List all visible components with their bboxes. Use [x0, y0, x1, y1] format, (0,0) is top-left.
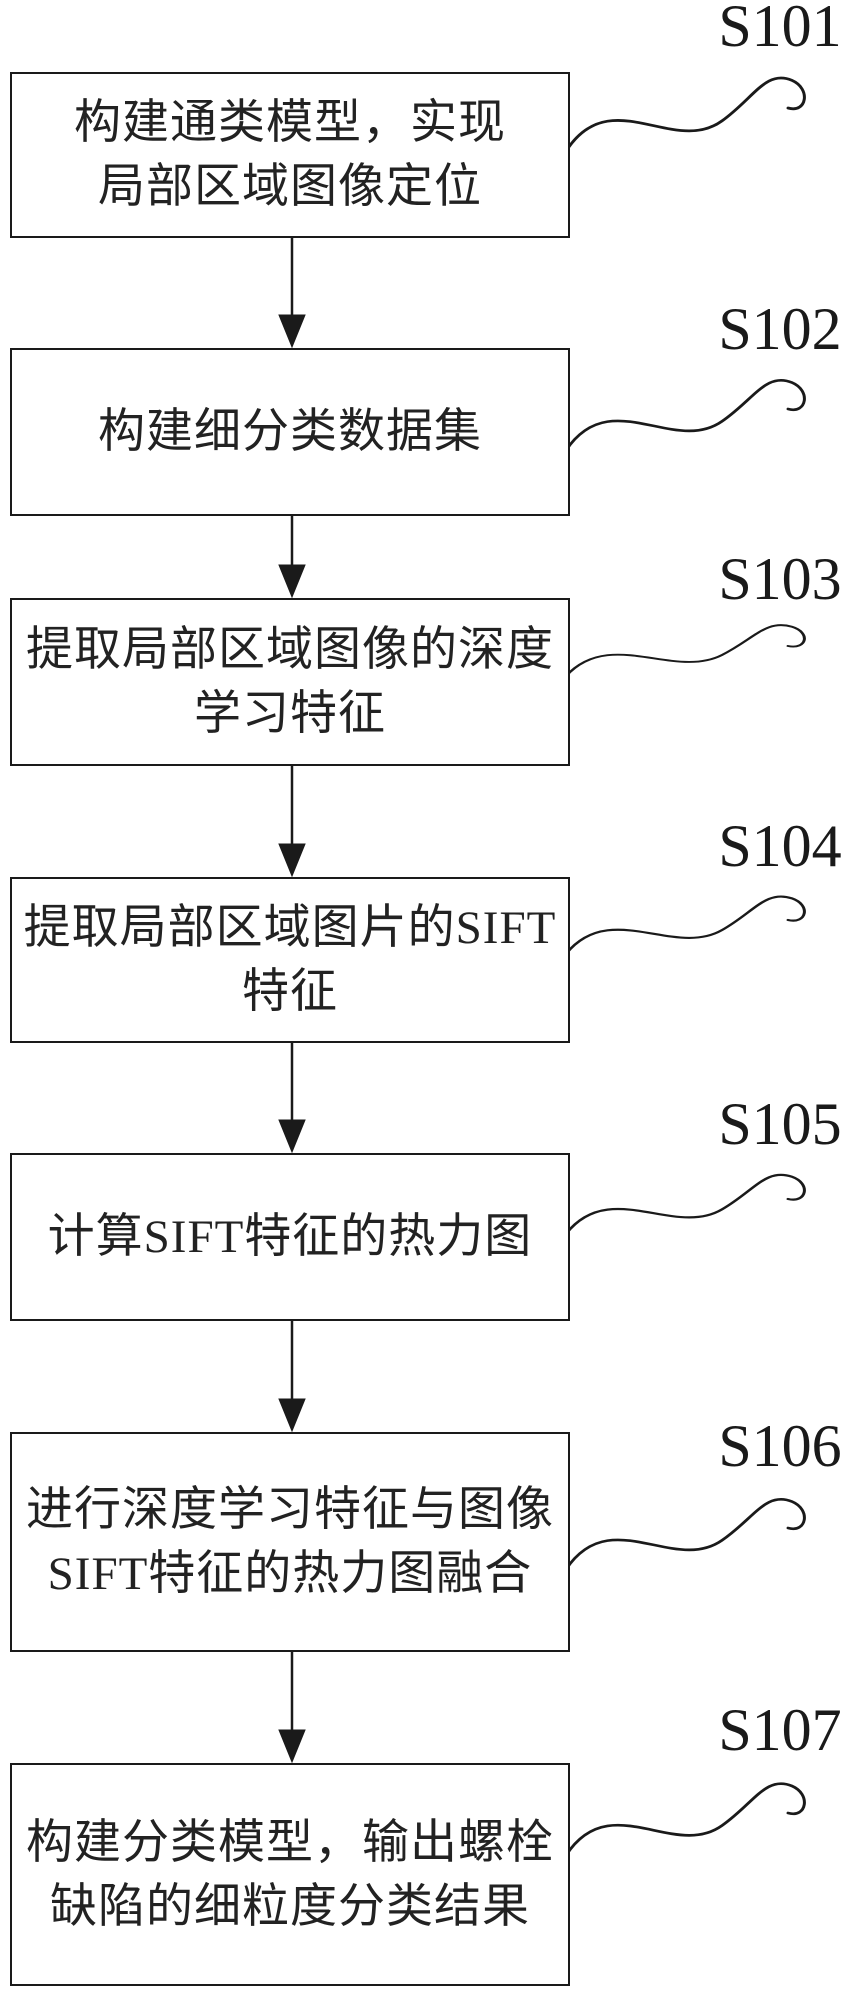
- step-label-s107: S107: [718, 1697, 842, 1763]
- step-label-s105: S105: [718, 1091, 842, 1157]
- leader-squiggle-s105: [564, 1173, 806, 1235]
- leader-squiggle-s102: [564, 379, 806, 452]
- step-label-s101: S101: [718, 0, 842, 59]
- step-label-s102: S102: [718, 296, 842, 362]
- step-text-s107: 构建分类模型，输出螺栓 缺陷的细粒度分类结果: [26, 1816, 554, 1933]
- step-label-s103: S103: [718, 546, 842, 612]
- flow-arrow-2: [278, 516, 306, 598]
- flow-box-s105: 计算SIFT特征的热力图: [10, 1153, 570, 1321]
- step-text-s106: 进行深度学习特征与图像 SIFT特征的热力图融合: [26, 1484, 554, 1600]
- flow-box-s102: 构建细分类数据集: [10, 348, 570, 516]
- step-text-s102: 构建细分类数据集: [98, 406, 482, 458]
- flow-arrow-4: [278, 1043, 306, 1153]
- flow-box-s106: 进行深度学习特征与图像 SIFT特征的热力图融合: [10, 1432, 570, 1652]
- step-label-s104: S104: [718, 813, 842, 879]
- flow-box-s103: 提取局部区域图像的深度 学习特征: [10, 598, 570, 766]
- leader-squiggle-s104: [564, 895, 806, 955]
- flow-arrow-1: [278, 238, 306, 348]
- flow-box-s101: 构建通类模型，实现 局部区域图像定位: [10, 72, 570, 238]
- flow-box-s104: 提取局部区域图片的SIFT 特征: [10, 877, 570, 1043]
- step-text-s104: 提取局部区域图片的SIFT 特征: [23, 902, 557, 1018]
- step-text-s103: 提取局部区域图像的深度 学习特征: [26, 624, 554, 740]
- step-text-s101: 构建通类模型，实现 局部区域图像定位: [74, 97, 506, 213]
- leader-squiggle-s103: [564, 624, 806, 678]
- leader-squiggle-s107: [564, 1782, 806, 1857]
- step-text-s105: 计算SIFT特征的热力图: [47, 1211, 533, 1263]
- flow-box-s107: 构建分类模型，输出螺栓 缺陷的细粒度分类结果: [10, 1763, 570, 1986]
- flow-arrow-3: [278, 766, 306, 877]
- flow-arrow-6: [278, 1652, 306, 1763]
- step-label-s106: S106: [718, 1413, 842, 1479]
- leader-squiggle-s106: [564, 1498, 806, 1571]
- flow-arrow-5: [278, 1321, 306, 1432]
- leader-squiggle-s101: [564, 76, 806, 153]
